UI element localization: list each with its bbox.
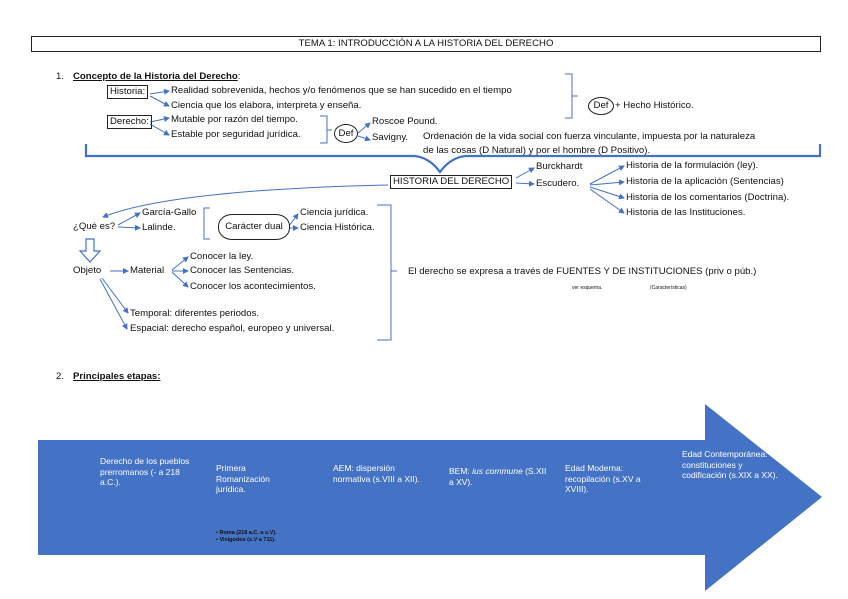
bullet-visigodos: • Visigodos (s.V a 711). <box>216 537 276 543</box>
lalinde: Lalinde. <box>142 222 176 233</box>
derecho-item-1: Mutable por razón del tiempo. <box>171 114 298 125</box>
material-item-1: Conocer la ley. <box>190 251 254 262</box>
def-circle-1: Def <box>588 97 614 115</box>
stage-bem-suffix: (S.XII a XV). <box>449 466 547 487</box>
material-item-3: Conocer los acontecimientos. <box>190 281 316 292</box>
escudero-item-3: Historia de los comentarios (Doctrina). <box>626 192 790 203</box>
ver-esquema: ver esquema. <box>572 285 603 291</box>
savigny: Savigny. <box>372 132 409 143</box>
material-item-2: Conocer las Sentencias. <box>190 265 294 276</box>
bullet-roma: • Roma (218 a.C. a s.V). <box>216 530 277 536</box>
derecho-label: Derecho: <box>107 115 152 129</box>
temporal: Temporal: diferentes periodos. <box>130 308 260 319</box>
stage-bem: BEM: ius commune (S.XII a XV). <box>449 466 549 487</box>
escudero: Escudero. <box>536 178 580 189</box>
def-circle-2: Def <box>334 124 358 143</box>
historia-item-1: Realidad sobrevenida, hechos y/o fenómen… <box>171 85 512 96</box>
espacial: Espacial: derecho español, europeo y uni… <box>130 323 335 334</box>
stage-prerromanos: Derecho de los pueblos prerromanos (- a … <box>100 456 190 487</box>
escudero-item-1: Historia de la formulación (ley). <box>626 160 759 171</box>
ordenacion-line-1: Ordenación de la vida social con fuerza … <box>423 131 756 142</box>
historia-label: Historia: <box>107 85 149 99</box>
burckhardt: Burckhardt <box>536 161 583 172</box>
section-1-number: 1. <box>56 71 65 82</box>
bullet-roma-text: Roma (218 a.C. a s.V). <box>219 530 277 536</box>
section-2-number: 2. <box>56 371 65 382</box>
historia-item-2: Ciencia que los elabora, interpreta y en… <box>171 100 362 111</box>
historia-del-derecho-node: HISTORIA DEL DERECHO <box>390 175 513 189</box>
stage-edad-contemporanea: Edad Contemporánea: constituciones y cod… <box>682 449 778 480</box>
que-es: ¿Qué es? <box>73 221 116 232</box>
escudero-item-4: Historia de las Instituciones. <box>626 207 746 218</box>
garcia-gallo: García-Gallo <box>142 207 197 218</box>
hecho-historico: + Hecho Histórico. <box>615 100 694 111</box>
objeto: Objeto <box>73 265 102 276</box>
material: Material <box>130 265 165 276</box>
ordenacion-line-2: de las cosas (D Natural) y por el hombre… <box>423 145 651 156</box>
stage-bem-ius-commune: ius commune <box>472 466 523 476</box>
page-title: TEMA 1: INTRODUCCIÓN A LA HISTORIA DEL D… <box>31 36 821 52</box>
stage-aem: AEM: dispersión normativa (s.VIII a XII)… <box>333 463 420 484</box>
roscoe-pound: Roscoe Pound. <box>372 116 438 127</box>
caracteristicas: (Características) <box>650 285 687 291</box>
derecho-item-2: Estable por seguridad jurídica. <box>171 129 301 140</box>
bullet-visigodos-text: Visigodos (s.V a 711). <box>219 537 276 543</box>
stage-edad-moderna: Edad Moderna: recopilación (s.XV a XVIII… <box>565 463 641 494</box>
fuentes-text: El derecho se expresa a través de FUENTE… <box>408 266 757 277</box>
section-1-heading: Concepto de la Historia del Derecho <box>73 71 238 82</box>
romanizacion-bullets: • Roma (218 a.C. a s.V). • Visigodos (s.… <box>216 530 277 544</box>
section-2-heading: Principales etapas: <box>73 371 161 382</box>
caracter-dual: Carácter dual <box>218 214 290 240</box>
escudero-item-2: Historia de la aplicación (Sentencias) <box>626 176 784 187</box>
ciencia-historica: Ciencia Histórica. <box>300 222 375 233</box>
stage-romanizacion: Primera Romanización jurídica. <box>216 463 270 494</box>
section-1-heading-wrap: Concepto de la Historia del Derecho: <box>73 71 240 83</box>
ciencia-juridica: Ciencia jurídica. <box>300 207 369 218</box>
section-1-colon: : <box>237 71 241 82</box>
stage-bem-prefix: BEM: <box>449 466 473 476</box>
